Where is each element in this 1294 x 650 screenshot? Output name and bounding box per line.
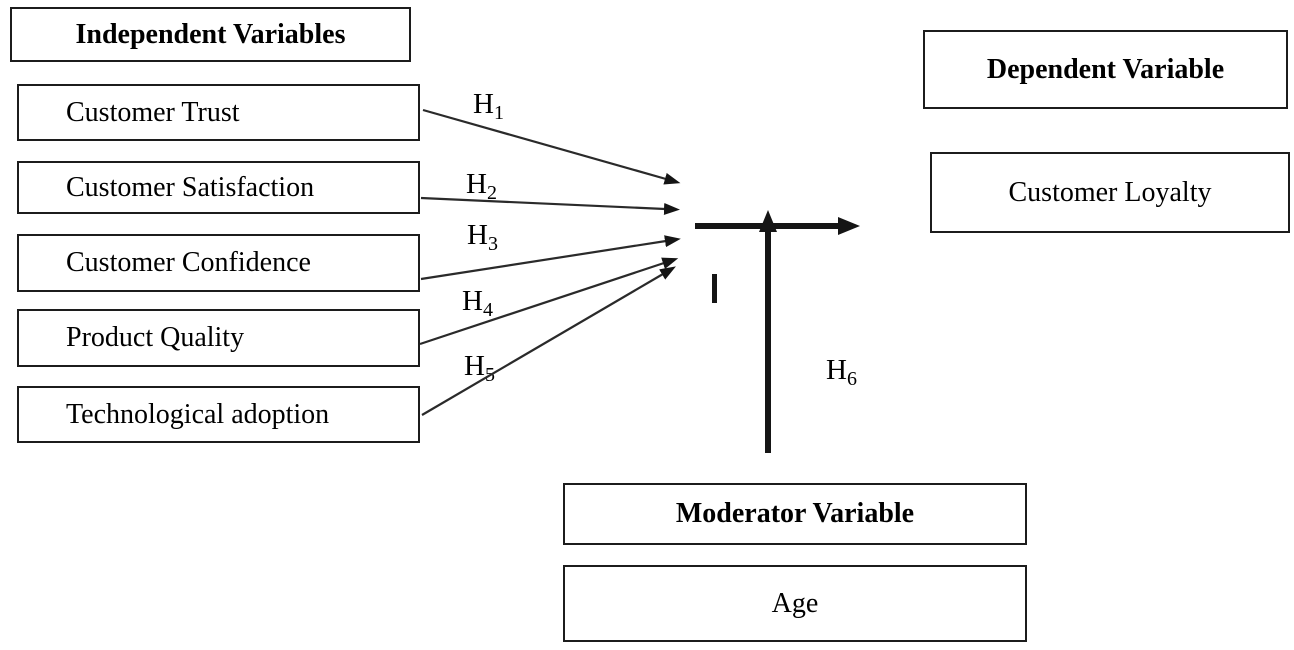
h2-arrow: [420, 196, 680, 215]
hypothesis-label-h4: H4: [462, 285, 493, 321]
hypothesis-label-h2: H2: [466, 168, 497, 204]
hypothesis-label-h6: H6: [826, 354, 857, 390]
independent-box-customer-confidence: Customer Confidence: [17, 234, 420, 292]
moderator-variable-header-box: Moderator Variable: [563, 483, 1027, 545]
customer-confidence-label: Customer Confidence: [66, 247, 311, 278]
independent-variables-header-box: Independent Variables: [10, 7, 411, 62]
h1-arrow: [422, 108, 681, 185]
dependent-variable-header-box: Dependent Variable: [923, 30, 1288, 109]
tick-mark: [712, 274, 717, 303]
customer-loyalty-label: Customer Loyalty: [1008, 176, 1212, 208]
age-label: Age: [771, 587, 819, 619]
technological-adoption-label: Technological adoption: [66, 398, 330, 430]
customer-satisfaction-label: Customer Satisfaction: [66, 171, 315, 203]
h4-arrow: [419, 257, 679, 346]
customer-trust-label: Customer Trust: [66, 96, 240, 128]
independent-box-product-quality: Product Quality: [17, 309, 420, 367]
dependent-variable-header-label: Dependent Variable: [986, 53, 1225, 85]
hypothesis-label-h3: H3: [467, 219, 498, 255]
independent-box-customer-satisfaction: Customer Satisfaction: [17, 161, 420, 214]
product-quality-label: Product Quality: [66, 322, 245, 353]
moderator-box-age: Age: [563, 565, 1027, 642]
hypothesis-label-h1: H1: [473, 88, 504, 124]
moderator-variable-header-label: Moderator Variable: [675, 498, 915, 529]
independent-variables-header-label: Independent Variables: [75, 18, 346, 50]
independent-box-technological-adoption: Technological adoption: [17, 386, 420, 443]
h3-arrow: [420, 235, 681, 281]
dependent-box-customer-loyalty: Customer Loyalty: [930, 152, 1290, 233]
hypothesis-label-h5: H5: [464, 350, 495, 386]
h5-arrow: [421, 266, 676, 416]
independent-box-customer-trust: Customer Trust: [17, 84, 420, 141]
